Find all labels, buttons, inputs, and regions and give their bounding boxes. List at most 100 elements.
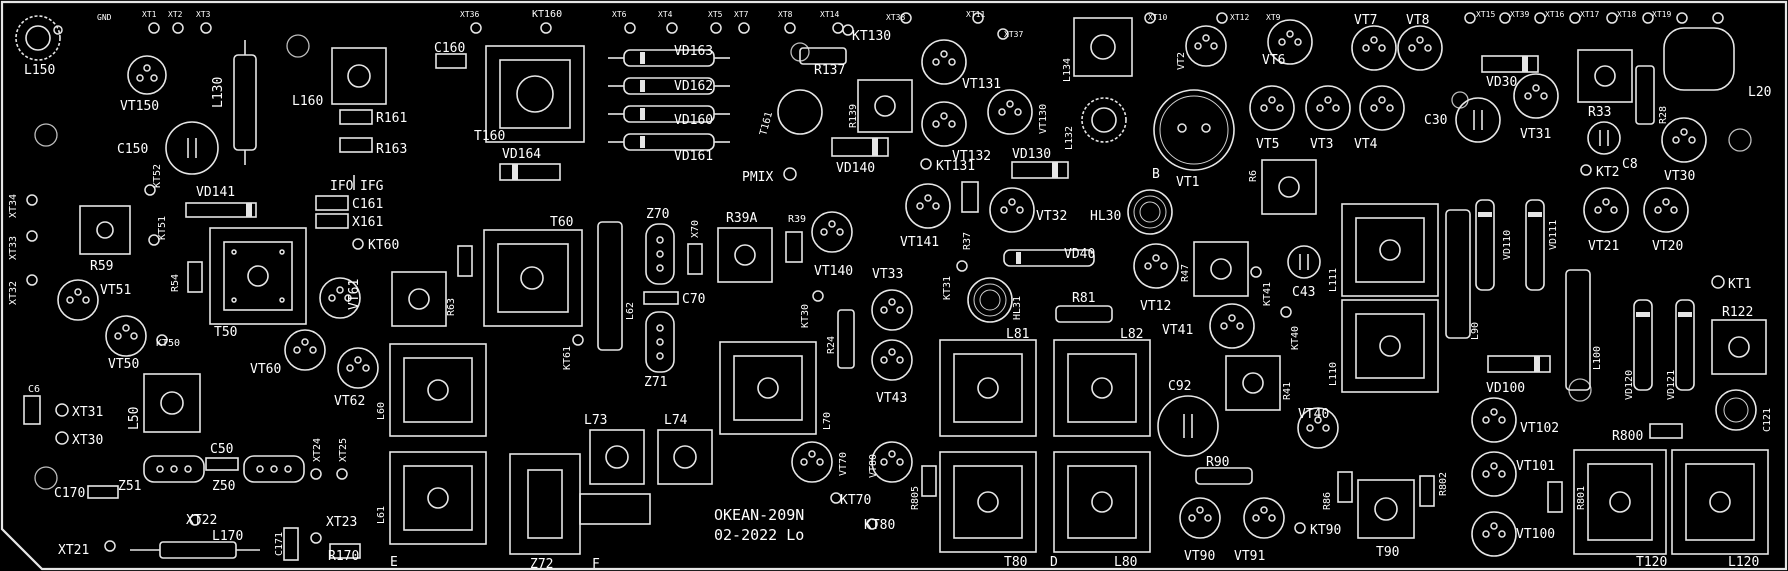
hl30-led bbox=[1127, 189, 1173, 235]
kt61-point bbox=[572, 334, 584, 346]
vd30-label: VD30 bbox=[1486, 75, 1517, 90]
vt141-transistor bbox=[905, 183, 951, 229]
vd164-diode bbox=[499, 163, 561, 181]
r81-resistor bbox=[1055, 305, 1113, 323]
xt18-label: XT18 bbox=[1617, 10, 1636, 19]
xt21-point bbox=[104, 540, 116, 552]
t60-transformer bbox=[483, 229, 583, 327]
hl30-label: HL30 bbox=[1090, 209, 1121, 224]
kt51-label: KT51 bbox=[157, 216, 168, 240]
kt2-point bbox=[1580, 164, 1592, 176]
l170-label: L170 bbox=[212, 529, 243, 544]
vt141-label: VT141 bbox=[900, 235, 939, 250]
xt16-label: XT16 bbox=[1545, 10, 1564, 19]
xt36-label: XT36 bbox=[460, 10, 479, 19]
t90-label: T90 bbox=[1376, 545, 1399, 560]
gnd-label: GND bbox=[97, 13, 112, 22]
hl31-label: HL31 bbox=[1012, 296, 1023, 320]
kt131-label: KT131 bbox=[936, 159, 975, 174]
vd110-label: VD110 bbox=[1502, 230, 1513, 260]
r161-resistor bbox=[339, 109, 373, 125]
vd130-label: VD130 bbox=[1012, 147, 1051, 162]
xt25-point bbox=[336, 468, 348, 480]
vt5-transistor bbox=[1249, 85, 1295, 131]
l170-inductor bbox=[130, 541, 260, 559]
xt21-label: XT21 bbox=[58, 543, 89, 558]
l73-coil bbox=[589, 429, 645, 485]
vt2-transistor bbox=[1185, 25, 1227, 67]
pmix-label: PMIX bbox=[742, 170, 773, 185]
vt100-transistor bbox=[1471, 511, 1517, 557]
vt140-transistor bbox=[811, 211, 853, 253]
xt12-label: XT12 bbox=[1230, 13, 1249, 22]
vd164-label: VD164 bbox=[502, 147, 541, 162]
pin-e-label: E bbox=[390, 555, 398, 570]
l110-coil bbox=[1341, 299, 1439, 393]
xt9-label: XT9 bbox=[1266, 13, 1281, 22]
l132-label: L132 bbox=[1064, 126, 1075, 150]
l74-label: L74 bbox=[664, 413, 688, 428]
vt8-transistor bbox=[1397, 25, 1443, 71]
vt30-transistor bbox=[1661, 117, 1707, 163]
vt101-label: VT101 bbox=[1516, 459, 1555, 474]
xt33-point bbox=[26, 230, 38, 242]
t161-core bbox=[777, 89, 823, 135]
l100-label: L100 bbox=[1592, 346, 1603, 370]
c160-capacitor bbox=[435, 53, 467, 69]
xt24-label: XT24 bbox=[312, 438, 323, 462]
xt3-label: XT3 bbox=[196, 10, 211, 19]
l70-coil bbox=[719, 341, 817, 435]
kt50-label: KT50 bbox=[156, 338, 180, 349]
top-testpoints bbox=[53, 12, 1724, 40]
vt6-transistor bbox=[1267, 19, 1313, 65]
kt30-point bbox=[812, 290, 824, 302]
l120-coil bbox=[1671, 449, 1769, 555]
r802-resistor bbox=[1419, 475, 1435, 507]
r63-trimmer bbox=[391, 271, 447, 327]
r47-label: R47 bbox=[1180, 264, 1191, 282]
vd130-diode bbox=[1011, 161, 1069, 179]
c43-label: C43 bbox=[1292, 285, 1315, 300]
r802-label: R802 bbox=[1438, 472, 1449, 496]
c150-capacitor bbox=[165, 121, 219, 175]
z72-filter bbox=[509, 453, 651, 555]
r86-label: R86 bbox=[1322, 492, 1333, 510]
vt102-transistor bbox=[1471, 397, 1517, 443]
vd161-label: VD161 bbox=[674, 149, 713, 164]
vt60-transistor bbox=[284, 329, 326, 371]
board-subtitle: 02-2022 Lo bbox=[714, 526, 804, 544]
c121-label: C121 bbox=[1762, 408, 1773, 432]
xt30-point bbox=[55, 431, 69, 445]
vt100-label: VT100 bbox=[1516, 527, 1555, 542]
kt60-label: KT60 bbox=[368, 238, 399, 253]
c43-capacitor bbox=[1287, 245, 1321, 279]
pmix-point bbox=[783, 167, 797, 181]
c170-label: C170 bbox=[54, 486, 85, 501]
c160-label: C160 bbox=[434, 41, 465, 56]
xt8-label: XT8 bbox=[778, 10, 793, 19]
c50-capacitor bbox=[205, 457, 239, 471]
r81-label: R81 bbox=[1072, 291, 1095, 306]
l20-label: L20 bbox=[1748, 85, 1771, 100]
vt2-label: VT2 bbox=[1176, 52, 1187, 70]
t90-coil bbox=[1357, 479, 1415, 539]
vt20-transistor bbox=[1643, 187, 1689, 233]
r63-fixed bbox=[457, 245, 473, 277]
vt43-label: VT43 bbox=[876, 391, 907, 406]
r90-label: R90 bbox=[1206, 455, 1229, 470]
c6-capacitor bbox=[23, 395, 41, 425]
vt51-label: VT51 bbox=[100, 283, 131, 298]
xt2-label: XT2 bbox=[168, 10, 183, 19]
vt102-label: VT102 bbox=[1520, 421, 1559, 436]
xt15-label: XT15 bbox=[1476, 10, 1495, 19]
vt1-transistor bbox=[1153, 89, 1235, 171]
c171-label: C171 bbox=[274, 532, 285, 556]
l150-toroid bbox=[15, 15, 61, 61]
x161-label: X161 bbox=[352, 215, 383, 230]
l130-inductor bbox=[233, 40, 257, 165]
r801-resistor bbox=[1547, 481, 1563, 513]
kt80-label: KT80 bbox=[864, 518, 895, 533]
xt19-label: XT19 bbox=[1652, 10, 1671, 19]
pin-f-label: F bbox=[592, 557, 600, 571]
r47-trimmer bbox=[1193, 241, 1249, 297]
